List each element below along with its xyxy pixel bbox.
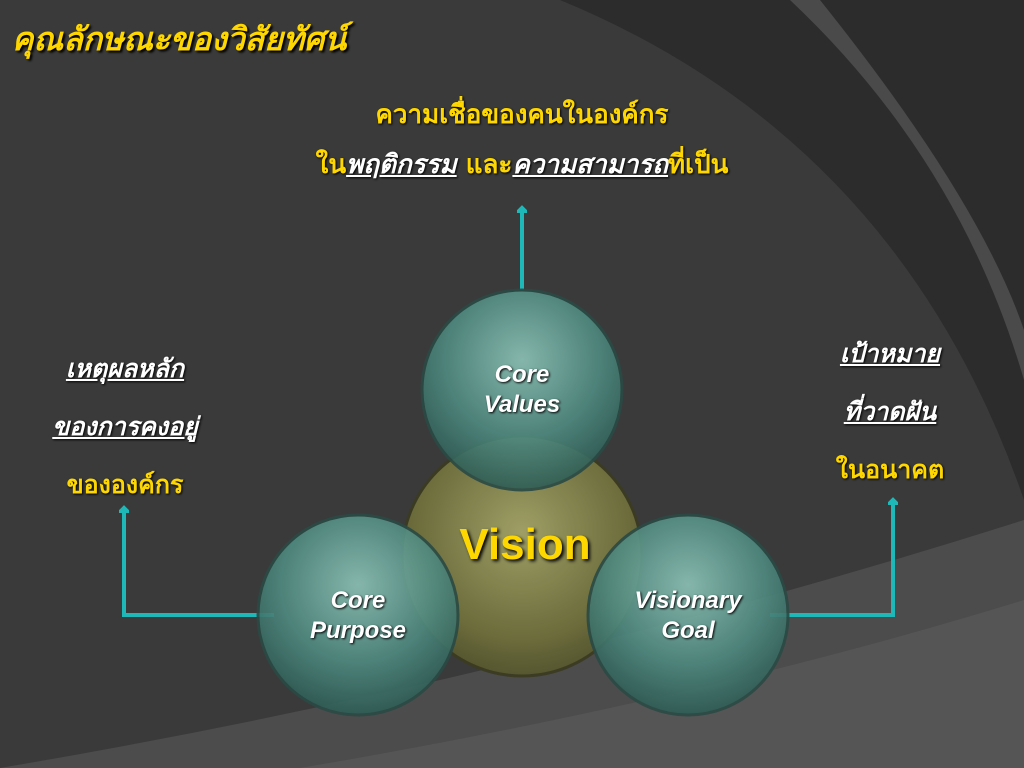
core-purpose-circle — [256, 513, 460, 717]
core-values-line-1: Core — [494, 361, 550, 388]
core-purpose-line-1: Core — [330, 587, 386, 614]
top-line-2-mid: และ — [456, 150, 513, 180]
top-line-2-pre: ใน — [315, 150, 347, 180]
visionary-goal-circle — [586, 513, 790, 717]
right-line-1: เป้าหมาย — [839, 339, 941, 368]
right-line-3: ในอนาคต — [835, 455, 945, 484]
top-description: ความเชื่อของคนในองค์กร ในพฤติกรรม และควา… — [262, 90, 782, 190]
core-values-line-2: Values — [483, 391, 561, 418]
slide-title: คุณลักษณะของวิสัยทัศน์ — [12, 20, 347, 58]
top-ability: ความสามารถ — [512, 150, 669, 180]
visionary-goal-label: Visionary Goal — [600, 586, 776, 646]
top-line-2-post: ที่เป็น — [668, 150, 729, 180]
left-line-2: ของการคงอยู่ — [52, 412, 198, 441]
left-line-3: ขององค์กร — [66, 470, 184, 499]
right-line-2: ที่วาดฝัน — [843, 397, 937, 426]
left-description: เหตุผลหลัก ของการคงอยู่ ขององค์กร — [20, 340, 230, 514]
visionary-goal-line-2: Goal — [661, 617, 715, 644]
core-values-label: Core Values — [442, 360, 602, 420]
visionary-goal-line-1: Visionary — [634, 587, 742, 614]
core-values-circle — [420, 288, 624, 492]
top-behavior: พฤติกรรม — [346, 150, 457, 180]
vision-label: Vision — [459, 520, 591, 569]
arrow-right-connector — [770, 500, 893, 617]
bg-swoosh-lower-inner — [300, 600, 1024, 768]
arrow-left-connector — [124, 508, 274, 617]
right-description: เป้าหมาย ที่วาดฝัน ในอนาคต — [800, 325, 980, 499]
top-line-2: ในพฤติกรรม และความสามารถที่เป็น — [262, 140, 782, 190]
top-line-1: ความเชื่อของคนในองค์กร — [375, 100, 669, 130]
core-purpose-line-2: Purpose — [309, 617, 407, 644]
left-line-1: เหตุผลหลัก — [65, 354, 185, 383]
core-purpose-label: Core Purpose — [278, 586, 438, 646]
